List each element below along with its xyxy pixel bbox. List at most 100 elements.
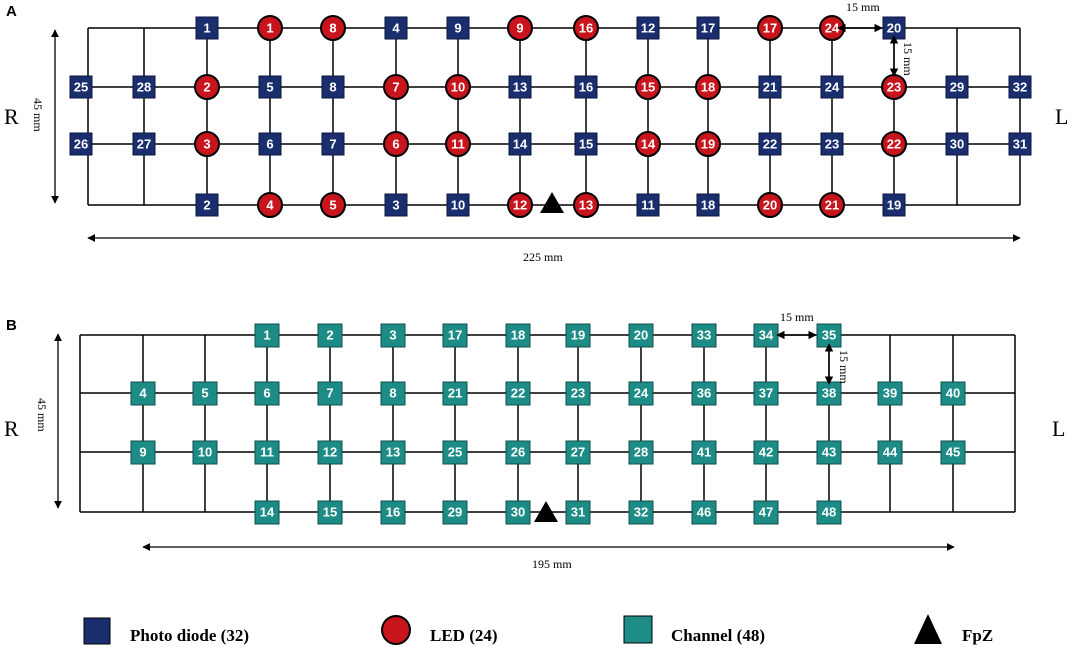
channel-node: 12	[317, 440, 343, 465]
photodiode-node: 19	[882, 193, 906, 217]
channel-node: 14	[254, 500, 280, 525]
photodiode-square	[321, 132, 345, 156]
photodiode-label: 29	[950, 80, 964, 95]
channel-label: 43	[822, 445, 836, 460]
led-node: 9	[507, 15, 533, 41]
channel-label: 30	[511, 505, 525, 520]
photodiode-label: 12	[641, 21, 655, 36]
channel-node: 10	[192, 440, 218, 465]
led-circle	[445, 74, 471, 100]
channel-node: 41	[691, 440, 717, 465]
channel-square	[130, 381, 156, 406]
channel-node: 30	[505, 500, 531, 525]
photodiode-square	[446, 193, 470, 217]
photodiode-label: 11	[641, 198, 655, 213]
led-label: 15	[641, 80, 655, 95]
channel-node: 13	[380, 440, 406, 465]
legend-channel-swatch	[623, 615, 653, 644]
channel-label: 23	[571, 386, 585, 401]
photodiode-node: 18	[696, 193, 720, 217]
photodiode-node: 32	[1008, 75, 1032, 99]
photodiode-label: 28	[137, 80, 151, 95]
channel-node: 40	[940, 381, 966, 406]
channel-square	[691, 323, 717, 348]
channel-node: 21	[442, 381, 468, 406]
photodiode-square	[636, 16, 660, 40]
led-label: 21	[825, 198, 839, 213]
channel-label: 1	[263, 328, 270, 343]
channel-label: 5	[201, 386, 208, 401]
led-circle	[757, 192, 783, 218]
led-node: 19	[695, 131, 721, 157]
channel-node: 24	[628, 381, 654, 406]
channel-label: 20	[634, 328, 648, 343]
photodiode-label: 1	[203, 21, 210, 36]
led-circle	[635, 131, 661, 157]
channel-square	[691, 440, 717, 465]
channel-square	[380, 323, 406, 348]
channel-square	[254, 381, 280, 406]
photodiode-square	[696, 16, 720, 40]
channel-square	[505, 323, 531, 348]
photodiode-square	[945, 75, 969, 99]
channel-node: 26	[505, 440, 531, 465]
photodiode-square	[384, 193, 408, 217]
led-label: 14	[641, 137, 656, 152]
photodiode-square	[945, 132, 969, 156]
channel-label: 40	[946, 386, 960, 401]
photodiode-node: 10	[446, 193, 470, 217]
legend-photodiode-label: Photo diode (32)	[130, 626, 249, 645]
photodiode-node: 17	[696, 16, 720, 40]
legend-fpz-swatch	[914, 614, 942, 644]
channel-node: 23	[565, 381, 591, 406]
photodiode-node: 26	[69, 132, 93, 156]
panel-b-spacing-h-label: 15 mm	[780, 310, 814, 324]
channel-label: 26	[511, 445, 525, 460]
led-node: 3	[194, 131, 220, 157]
panel-b-left-label: L	[1052, 416, 1065, 441]
led-node: 22	[881, 131, 907, 157]
photodiode-node: 22	[758, 132, 782, 156]
channel-node: 44	[877, 440, 903, 465]
channel-label: 45	[946, 445, 960, 460]
channel-square	[628, 500, 654, 525]
channel-node: 35	[816, 323, 842, 348]
photodiode-label: 21	[763, 80, 777, 95]
channel-node: 17	[442, 323, 468, 348]
led-node: 5	[320, 192, 346, 218]
photodiode-square	[132, 132, 156, 156]
photodiode-label: 19	[887, 198, 901, 213]
panel-a-left-label: L	[1055, 104, 1068, 129]
led-label: 23	[887, 80, 901, 95]
panel-a-width-label: 225 mm	[523, 250, 563, 264]
channel-node: 39	[877, 381, 903, 406]
channel-square	[380, 500, 406, 525]
legend-fpz-label: FpZ	[962, 626, 993, 645]
photodiode-label: 18	[701, 198, 715, 213]
led-circle	[695, 74, 721, 100]
photodiode-label: 9	[454, 21, 461, 36]
photodiode-square	[69, 75, 93, 99]
photodiode-node: 13	[508, 75, 532, 99]
channel-node: 28	[628, 440, 654, 465]
channel-node: 32	[628, 500, 654, 525]
channel-square	[254, 440, 280, 465]
led-circle	[257, 15, 283, 41]
led-label: 24	[825, 21, 840, 36]
channel-square	[317, 440, 343, 465]
channel-label: 9	[139, 445, 146, 460]
channel-label: 6	[263, 386, 270, 401]
channel-square	[505, 500, 531, 525]
channel-square	[628, 323, 654, 348]
photodiode-square	[446, 16, 470, 40]
channel-label: 22	[511, 386, 525, 401]
led-label: 18	[701, 80, 715, 95]
led-label: 12	[513, 198, 527, 213]
channel-label: 4	[139, 386, 147, 401]
panel-b-height-label: 45 mm	[35, 398, 49, 432]
channel-square	[753, 381, 779, 406]
led-label: 11	[451, 137, 465, 152]
led-circle	[320, 192, 346, 218]
channel-node: 16	[380, 500, 406, 525]
